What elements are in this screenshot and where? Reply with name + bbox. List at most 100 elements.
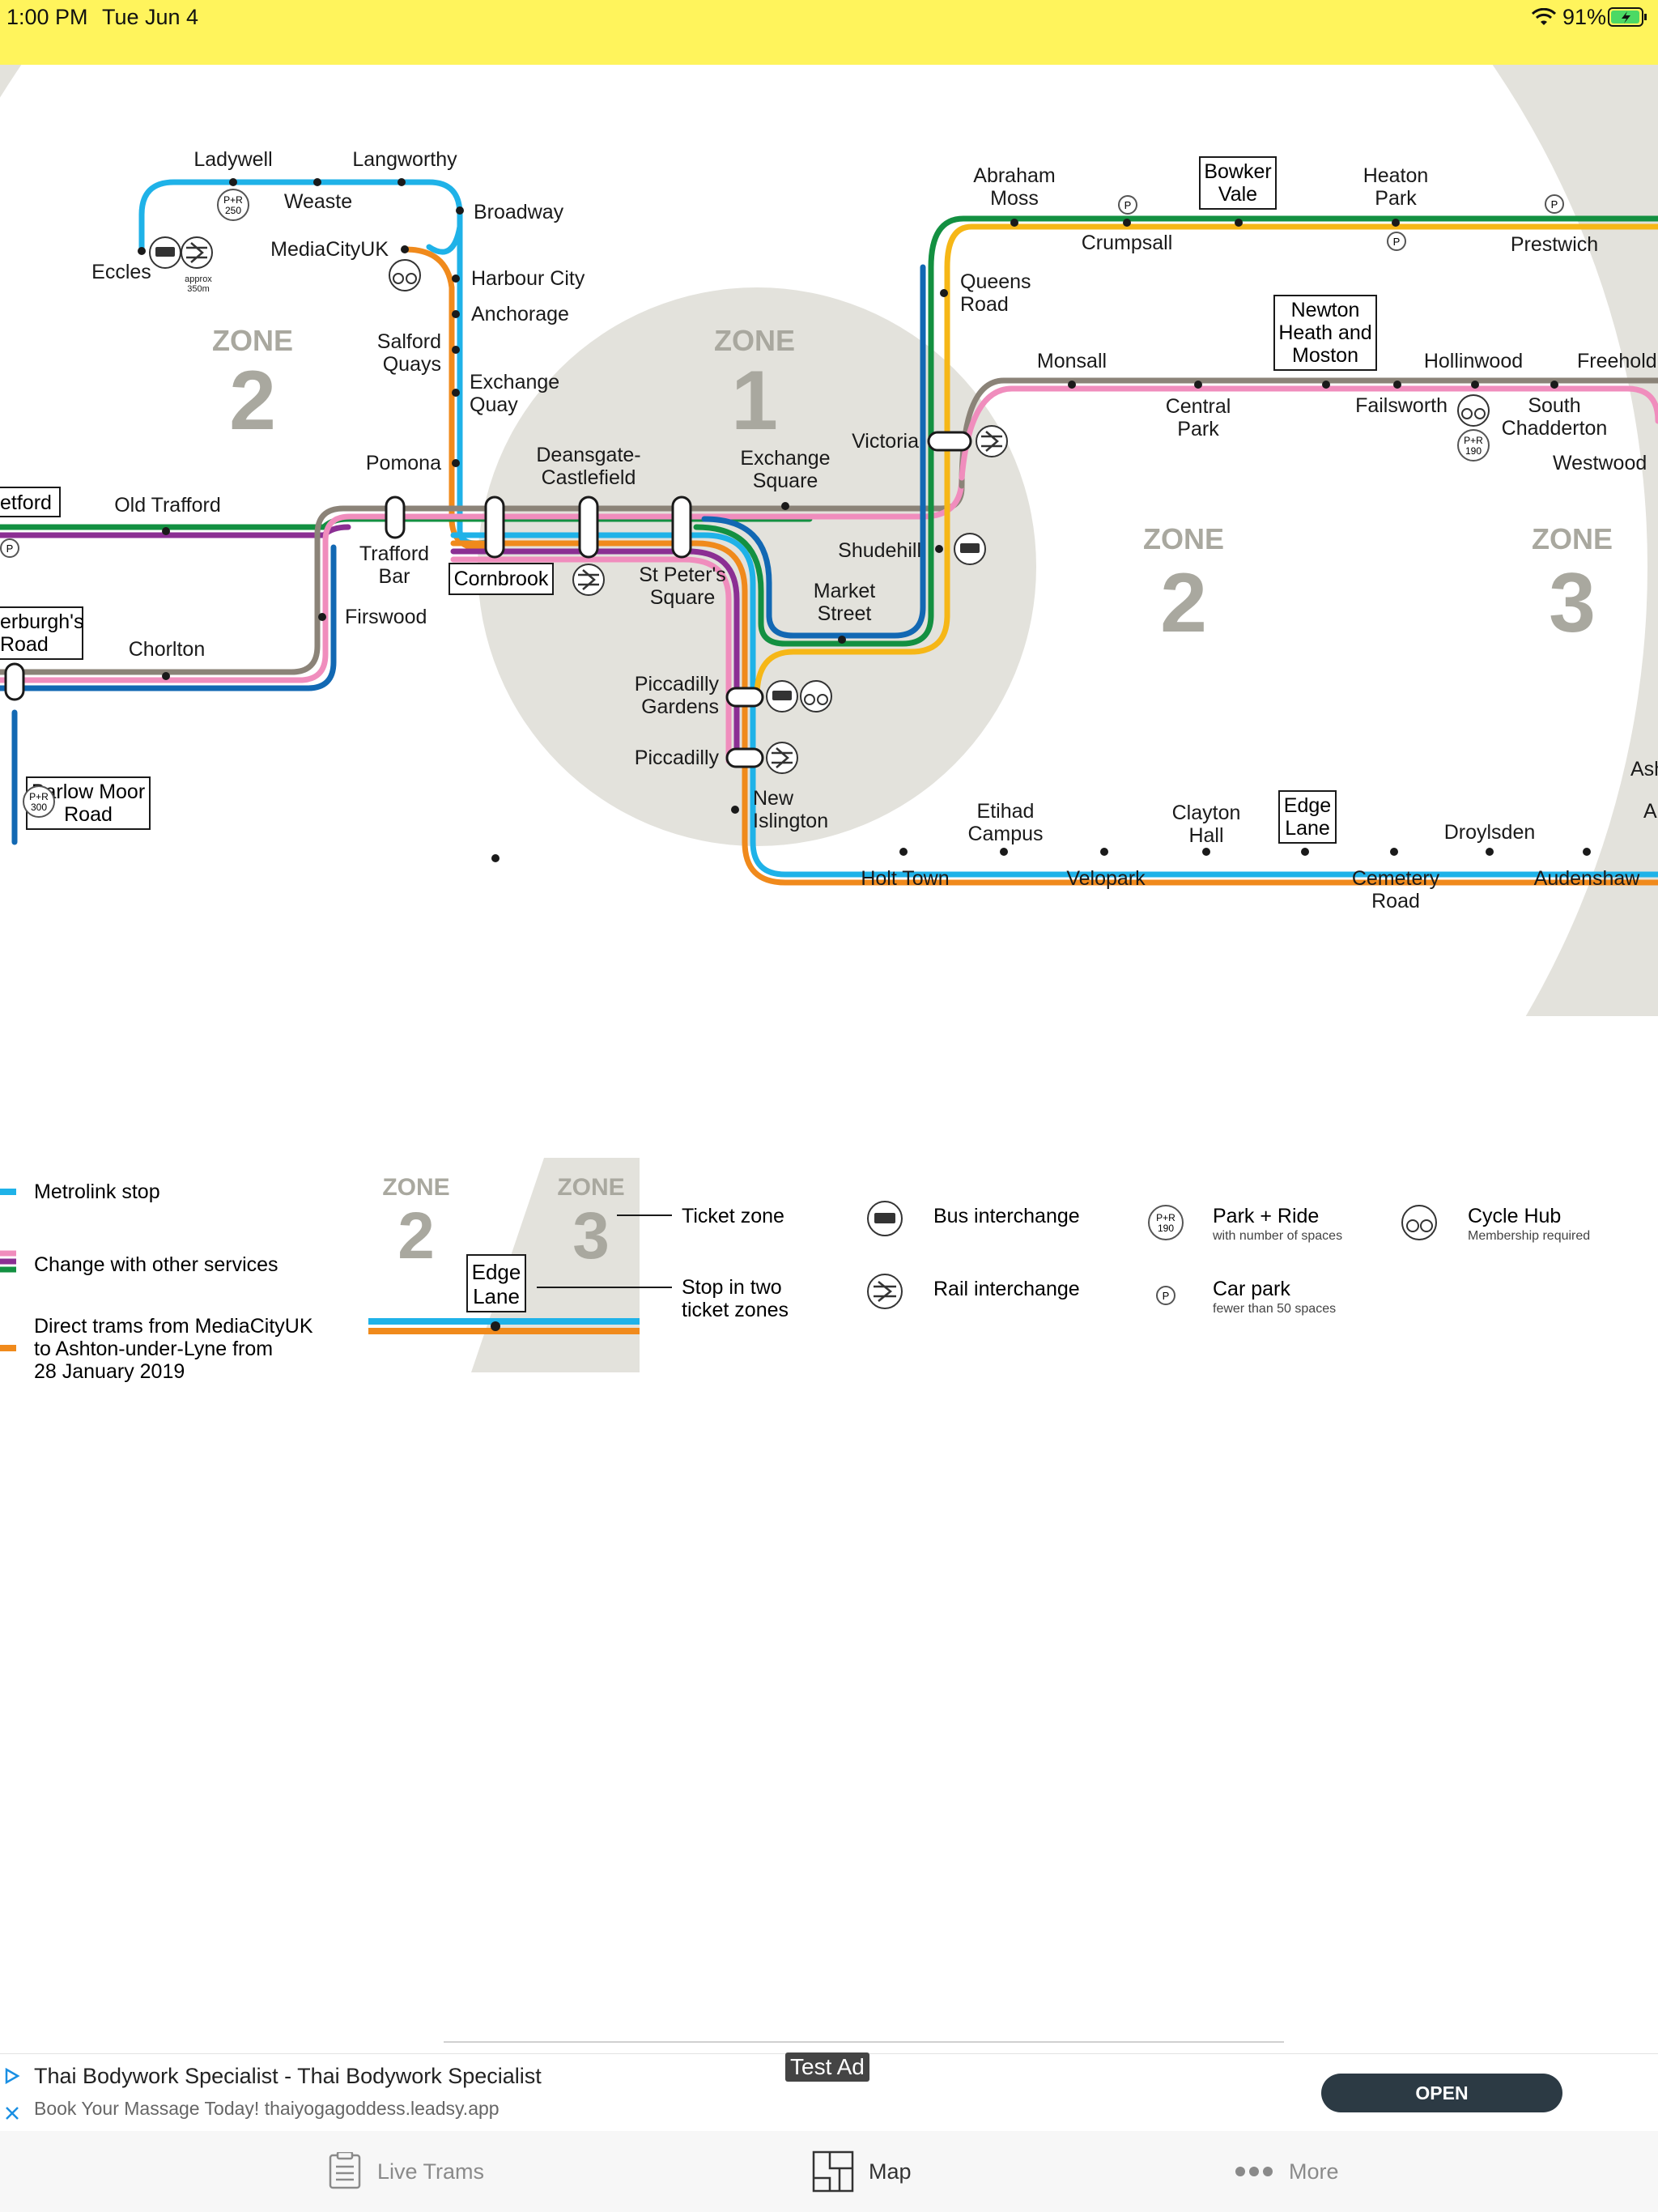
bus-icon: [149, 236, 181, 269]
station-stretford-partial[interactable]: etford: [0, 491, 52, 514]
legend-car-park: Car park: [1213, 1278, 1290, 1300]
station-hollinwood[interactable]: Hollinwood: [1424, 350, 1523, 372]
station-harbour-city[interactable]: Harbour City: [471, 267, 585, 290]
station-piccadilly[interactable]: Piccadilly: [635, 747, 720, 769]
tab-map-label: Map: [869, 2159, 912, 2184]
station-newton-heath-3[interactable]: Moston: [1292, 344, 1358, 367]
station-shudehill[interactable]: Shudehill: [838, 539, 921, 562]
station-weaste[interactable]: Weaste: [284, 190, 352, 213]
station-chorlton[interactable]: Chorlton: [129, 638, 206, 661]
tab-map[interactable]: Map: [812, 2131, 912, 2212]
tab-live-trams[interactable]: Live Trams: [327, 2131, 484, 2212]
tab-more[interactable]: More: [1234, 2131, 1339, 2212]
station-trafford-bar-1[interactable]: Trafford: [359, 542, 429, 565]
station-south-chadderton-2[interactable]: Chadderton: [1502, 417, 1608, 440]
station-heaton-park-2[interactable]: Park: [1375, 187, 1417, 210]
station-victoria[interactable]: Victoria: [852, 430, 919, 453]
ad-choices-icon[interactable]: [3, 2067, 21, 2085]
station-central-park-2[interactable]: Park: [1177, 418, 1219, 440]
wifi-icon: [1532, 8, 1556, 25]
svg-text:ZONE: ZONE: [557, 1174, 624, 1201]
station-market-street-1[interactable]: Market: [814, 580, 875, 602]
ad-title[interactable]: Thai Bodywork Specialist - Thai Bodywork…: [34, 2064, 542, 2088]
station-anchorage[interactable]: Anchorage: [471, 303, 569, 325]
station-a-partial[interactable]: A: [1643, 800, 1657, 823]
station-westwood[interactable]: Westwood: [1553, 452, 1647, 474]
station-firswood[interactable]: Firswood: [345, 606, 427, 628]
station-langworthy[interactable]: Langworthy: [352, 148, 457, 171]
tab-bar: Live Trams Map More: [0, 2131, 1658, 2212]
station-market-street-2[interactable]: Street: [818, 602, 872, 625]
station-deansgate-1[interactable]: Deansgate-: [536, 444, 640, 466]
station-st-peters-2[interactable]: Square: [650, 586, 716, 609]
tram-network-map[interactable]: ZONE 2 ZONE 1 ZONE 2 ZONE 3: [0, 65, 1658, 1016]
eccles-distance-1: approx: [185, 274, 212, 284]
station-ash-partial[interactable]: Ash: [1630, 758, 1658, 781]
station-edge-lane-1[interactable]: Edge: [1284, 794, 1331, 817]
station-barlow-moor-2[interactable]: Road: [64, 803, 113, 826]
legend-direct-2: to Ashton-under-Lyne from: [34, 1338, 273, 1360]
station-salford-quays-2[interactable]: Quays: [383, 353, 441, 376]
station-newton-heath-2[interactable]: Heath and: [1278, 321, 1371, 344]
station-south-chadderton-1[interactable]: South: [1528, 394, 1580, 417]
station-edge-lane-2[interactable]: Lane: [1285, 817, 1330, 840]
station-cornbrook[interactable]: Cornbrook: [454, 568, 549, 590]
legend-edge-lane-1: Edge: [472, 1260, 521, 1284]
station-clayton-hall-1[interactable]: Clayton: [1172, 802, 1241, 824]
station-exchange-quay-2[interactable]: Quay: [470, 393, 518, 416]
station-exchange-square-2[interactable]: Square: [753, 470, 818, 492]
station-velopark[interactable]: Velopark: [1066, 867, 1146, 890]
station-etihad-campus-2[interactable]: Campus: [967, 823, 1043, 845]
station-central-park-1[interactable]: Central: [1166, 395, 1231, 418]
ad-subtitle[interactable]: Book Your Massage Today! thaiyogagoddess…: [34, 2098, 500, 2119]
station-newton-heath-1[interactable]: Newton: [1291, 299, 1360, 321]
station-abraham-moss-1[interactable]: Abraham: [973, 164, 1055, 187]
station-eccles[interactable]: Eccles: [91, 261, 151, 283]
interchange-icons: [149, 236, 1490, 774]
station-trafford-bar-2[interactable]: Bar: [379, 565, 410, 588]
legend-edge-lane-2: Lane: [473, 1284, 520, 1308]
station-edgeburgh-1[interactable]: erburgh's: [0, 610, 83, 633]
station-piccadilly-gardens-1[interactable]: Piccadilly: [635, 673, 720, 696]
station-st-peters-1[interactable]: St Peter's: [639, 564, 726, 586]
station-crumpsall[interactable]: Crumpsall: [1082, 232, 1173, 254]
station-freehold[interactable]: Freehold: [1577, 350, 1657, 372]
station-deansgate-2[interactable]: Castlefield: [542, 466, 636, 489]
station-queens-road-1[interactable]: Queens: [960, 270, 1031, 293]
station-exchange-quay-1[interactable]: Exchange: [470, 371, 559, 393]
station-mediacityuk[interactable]: MediaCityUK: [270, 238, 389, 261]
station-piccadilly-gardens-2[interactable]: Gardens: [641, 696, 719, 718]
station-new-islington-1[interactable]: New: [753, 787, 794, 810]
station-abraham-moss-2[interactable]: Moss: [990, 187, 1039, 210]
station-ladywell[interactable]: Ladywell: [193, 148, 272, 171]
station-old-trafford[interactable]: Old Trafford: [114, 494, 221, 517]
station-edgeburgh-2[interactable]: Road: [0, 633, 49, 656]
station-queens-road-2[interactable]: Road: [960, 293, 1009, 316]
station-etihad-campus-1[interactable]: Etihad: [977, 800, 1035, 823]
ad-open-button[interactable]: OPEN: [1321, 2074, 1562, 2112]
station-droylsden[interactable]: Droylsden: [1444, 821, 1536, 844]
station-salford-quays-1[interactable]: Salford: [377, 330, 441, 353]
station-holt-town[interactable]: Holt Town: [861, 867, 949, 890]
svg-text:ZONE: ZONE: [382, 1174, 449, 1201]
svg-text:P: P: [1551, 198, 1558, 211]
station-pomona[interactable]: Pomona: [366, 452, 441, 474]
station-new-islington-2[interactable]: Islington: [753, 810, 828, 832]
station-prestwich[interactable]: Prestwich: [1511, 233, 1598, 256]
station-exchange-square-1[interactable]: Exchange: [740, 447, 830, 470]
station-failsworth[interactable]: Failsworth: [1355, 394, 1448, 417]
status-bar: 1:00 PM Tue Jun 4 91%: [0, 0, 1658, 65]
station-audenshaw[interactable]: Audenshaw: [1534, 867, 1641, 890]
station-monsall[interactable]: Monsall: [1037, 350, 1107, 372]
station-bowker-vale-1[interactable]: Bowker: [1204, 160, 1271, 183]
ad-banner[interactable]: Test Ad Thai Bodywork Specialist - Thai …: [0, 2052, 1658, 2133]
cycle-icon: [1457, 394, 1490, 427]
station-labels: Ladywell Langworthy Weaste Broadway Eccl…: [91, 148, 1658, 912]
station-cemetery-road-1[interactable]: Cemetery: [1352, 867, 1440, 890]
station-cemetery-road-2[interactable]: Road: [1371, 890, 1420, 912]
station-heaton-park-1[interactable]: Heaton: [1363, 164, 1429, 187]
station-broadway[interactable]: Broadway: [474, 201, 564, 223]
station-bowker-vale-2[interactable]: Vale: [1218, 183, 1257, 206]
station-clayton-hall-2[interactable]: Hall: [1188, 824, 1223, 847]
ad-close-icon[interactable]: [3, 2104, 21, 2122]
